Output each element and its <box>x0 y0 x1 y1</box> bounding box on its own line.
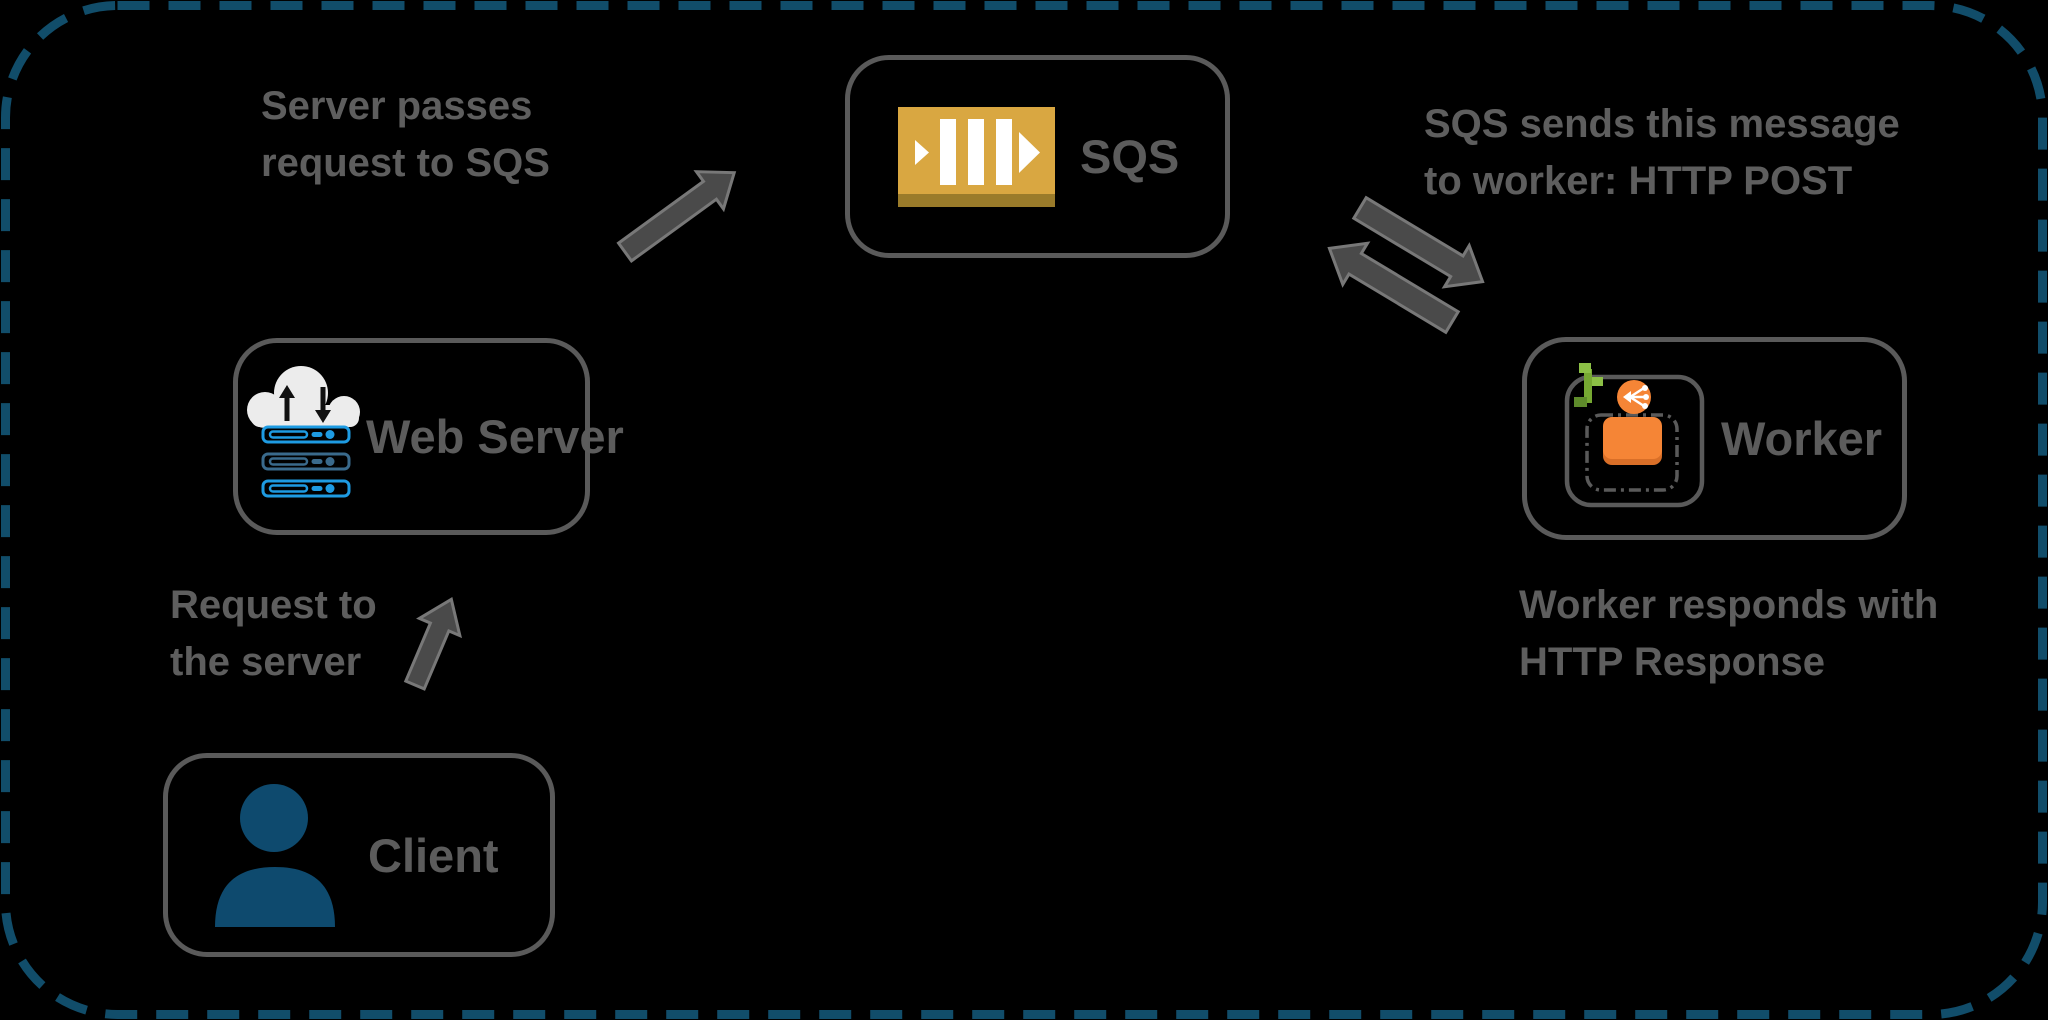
autoscaling-group-outline <box>1585 413 1679 492</box>
download-arrow-icon <box>315 387 331 423</box>
annotation-line: to worker: HTTP POST <box>1424 159 1853 203</box>
arrow-webserver-to-sqs <box>616 170 737 263</box>
node-sqs: SQS <box>845 55 1230 258</box>
annotation-line: request to SQS <box>261 141 550 185</box>
ec2-instance-icon <box>1603 417 1662 465</box>
person-icon <box>215 784 335 927</box>
worker-environment-outline <box>1564 374 1705 508</box>
node-web-server-label: Web Server <box>366 410 624 463</box>
beanstalk-plant-icon <box>1574 363 1603 407</box>
annotation-line: Request to <box>170 583 377 627</box>
upload-arrow-icon <box>279 385 295 421</box>
node-client-label: Client <box>368 828 499 882</box>
annotation-line: Worker responds with <box>1519 583 1939 627</box>
cloud-shape <box>247 366 360 428</box>
annotation-line: HTTP Response <box>1519 640 1825 684</box>
beanstalk-worker-icon <box>1564 363 1705 508</box>
cloud-server-icon <box>247 366 360 498</box>
sqs-queue-icon <box>898 106 1055 207</box>
annotation-sqs-sends-message: SQS sends this message to worker: HTTP P… <box>1424 96 1900 210</box>
annotation-server-passes-request: Server passes request to SQS <box>261 78 550 192</box>
arrow-client-to-webserver <box>403 597 463 691</box>
node-web-server: Web Server <box>233 338 624 535</box>
node-worker: Worker <box>1522 337 1907 540</box>
load-balancer-icon <box>1617 380 1651 414</box>
annotation-line: the server <box>170 640 362 684</box>
node-client: Client <box>163 753 555 957</box>
server-rack-bar-1 <box>261 425 351 444</box>
server-rack-bar-3 <box>261 479 351 498</box>
arrow-worker-to-sqs <box>1327 241 1461 335</box>
annotation-worker-responds: Worker responds with HTTP Response <box>1519 577 1938 691</box>
annotation-line: SQS sends this message <box>1424 102 1900 146</box>
annotation-line: Server passes <box>261 84 533 128</box>
server-rack-bar-2 <box>261 452 351 471</box>
node-sqs-label: SQS <box>1080 130 1180 183</box>
node-worker-label: Worker <box>1721 412 1883 465</box>
annotation-request-to-server: Request to the server <box>170 577 377 691</box>
